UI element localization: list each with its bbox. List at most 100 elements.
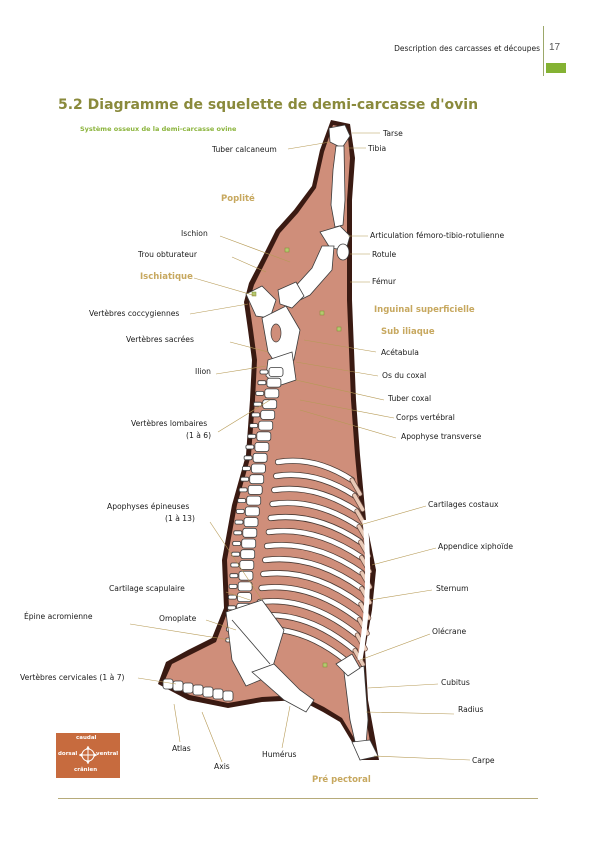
rib (266, 528, 364, 560)
label-apophyses-epineuses-range: (1 à 13) (165, 514, 195, 523)
compass-right-label: ventral (96, 751, 119, 757)
label-articulation: Articulation fémoro-tibio-rotulienne (370, 231, 504, 240)
vertebra (243, 517, 259, 527)
vertebra (258, 420, 274, 431)
cervical-vertebra (192, 684, 204, 696)
label-pre-pectoral: Pré pectoral (312, 774, 371, 785)
spinous-process (251, 412, 261, 418)
vertebra (268, 367, 284, 377)
header-green-bar (546, 63, 566, 73)
header-vertical-line (543, 26, 544, 76)
vertebra (246, 495, 262, 506)
rib (261, 570, 364, 607)
vertebra (256, 431, 272, 442)
vertebra (249, 474, 265, 485)
marker-poplite (284, 247, 290, 253)
label-inguinal: Inguinal superficielle (374, 305, 475, 315)
spinous-process (233, 530, 243, 536)
cervical-vertebra (212, 688, 224, 700)
label-ilion: Ilion (195, 367, 211, 376)
cervical-vertebra (162, 678, 174, 690)
vertebra (264, 388, 280, 399)
label-appendice-xiphoide: Appendice xiphoïde (438, 542, 513, 551)
label-vertebres-coccygiennes: Vertèbres coccygiennes (89, 309, 179, 318)
cervical-vertebra (202, 686, 214, 698)
spinous-process (253, 401, 263, 407)
spinous-process (245, 444, 255, 450)
vertebra (247, 484, 263, 495)
label-ischiatique: Ischiatique (140, 272, 193, 282)
label-tuber-calcaneum: Tuber calcaneum (211, 145, 277, 154)
label-apophyse-transverse: Apophyse transverse (401, 432, 482, 441)
spinous-process (259, 369, 269, 375)
sternum-bone (357, 519, 371, 661)
patella-bone (336, 243, 350, 261)
vertebra (241, 538, 257, 549)
footer-rule (58, 798, 538, 799)
compass-bottom-label: crânien (74, 767, 98, 773)
rib (259, 584, 362, 622)
humerus-bone (251, 663, 315, 713)
hind-leg-bones (277, 124, 351, 309)
spinous-process (228, 584, 238, 589)
femur-head (277, 281, 305, 309)
label-tuber-coxal: Tuber coxal (387, 394, 431, 403)
spinous-process (257, 380, 267, 386)
label-trou-obturateur: Trou obturateur (137, 250, 198, 259)
label-omoplate: Omoplate (159, 614, 197, 623)
label-vertebres-cervicales: Vertèbres cervicales (1 à 7) (20, 673, 125, 682)
marker-ischiatique (251, 291, 257, 297)
femur-bone (291, 245, 335, 301)
label-os-du-coxal: Os du coxal (382, 371, 426, 380)
rib (270, 500, 362, 529)
label-carpe: Carpe (472, 756, 495, 765)
label-cartilages-costaux: Cartilages costaux (428, 500, 499, 509)
vertebra (244, 506, 260, 517)
spinous-process (240, 476, 250, 482)
vertebra (240, 549, 256, 560)
spinous-process (238, 487, 248, 493)
vertebra (254, 442, 270, 452)
spinous-process (234, 519, 244, 525)
tarsus-bone (328, 124, 351, 149)
label-vertebres-sacrees: Vertèbres sacrées (126, 335, 194, 344)
label-apophyses-epineuses: Apophyses épineuses (107, 502, 189, 511)
page-title: 5.2 Diagramme de squelette de demi-carca… (58, 97, 479, 113)
rib (264, 542, 365, 576)
vertebra (252, 452, 268, 463)
labels: Tarse Tibia Tuber calcaneum Poplité Isch… (20, 129, 513, 785)
label-humerus: Humérus (262, 750, 297, 759)
spinous-process (241, 466, 251, 471)
rib (272, 486, 360, 514)
label-vertebres-lombaires: Vertèbres lombaires (131, 419, 207, 428)
rib (273, 472, 357, 498)
compass-left-label: dorsal (58, 751, 78, 757)
vertebra (237, 581, 253, 592)
spinous-process (255, 390, 265, 396)
cervical-vertebrae (162, 678, 234, 702)
marker-pre-pectoral (322, 662, 328, 668)
vertebra (260, 409, 276, 420)
spinous-process (231, 551, 241, 557)
rib (268, 514, 363, 545)
label-corps-vertebral: Corps vertébral (396, 413, 455, 422)
spinous-process (243, 455, 253, 461)
vertebra (239, 560, 255, 570)
spinous-process (229, 573, 239, 579)
olecranon-bone (335, 653, 361, 677)
leader-lines (129, 132, 471, 763)
vertebra (250, 463, 266, 474)
label-epine-acromienne: Épine acromienne (24, 612, 93, 621)
compass-cross-icon (79, 746, 97, 764)
cervical-vertebra (182, 682, 194, 694)
spinous-process (249, 423, 259, 429)
vertebra (236, 592, 252, 602)
rib (257, 598, 360, 638)
label-acetabula: Acétabula (381, 348, 419, 357)
costal-cartilage (352, 493, 365, 512)
marker-inguinal (319, 310, 325, 316)
label-axis: Axis (214, 762, 230, 771)
cervical-vertebra (172, 680, 184, 692)
label-cubitus: Cubitus (441, 678, 470, 687)
